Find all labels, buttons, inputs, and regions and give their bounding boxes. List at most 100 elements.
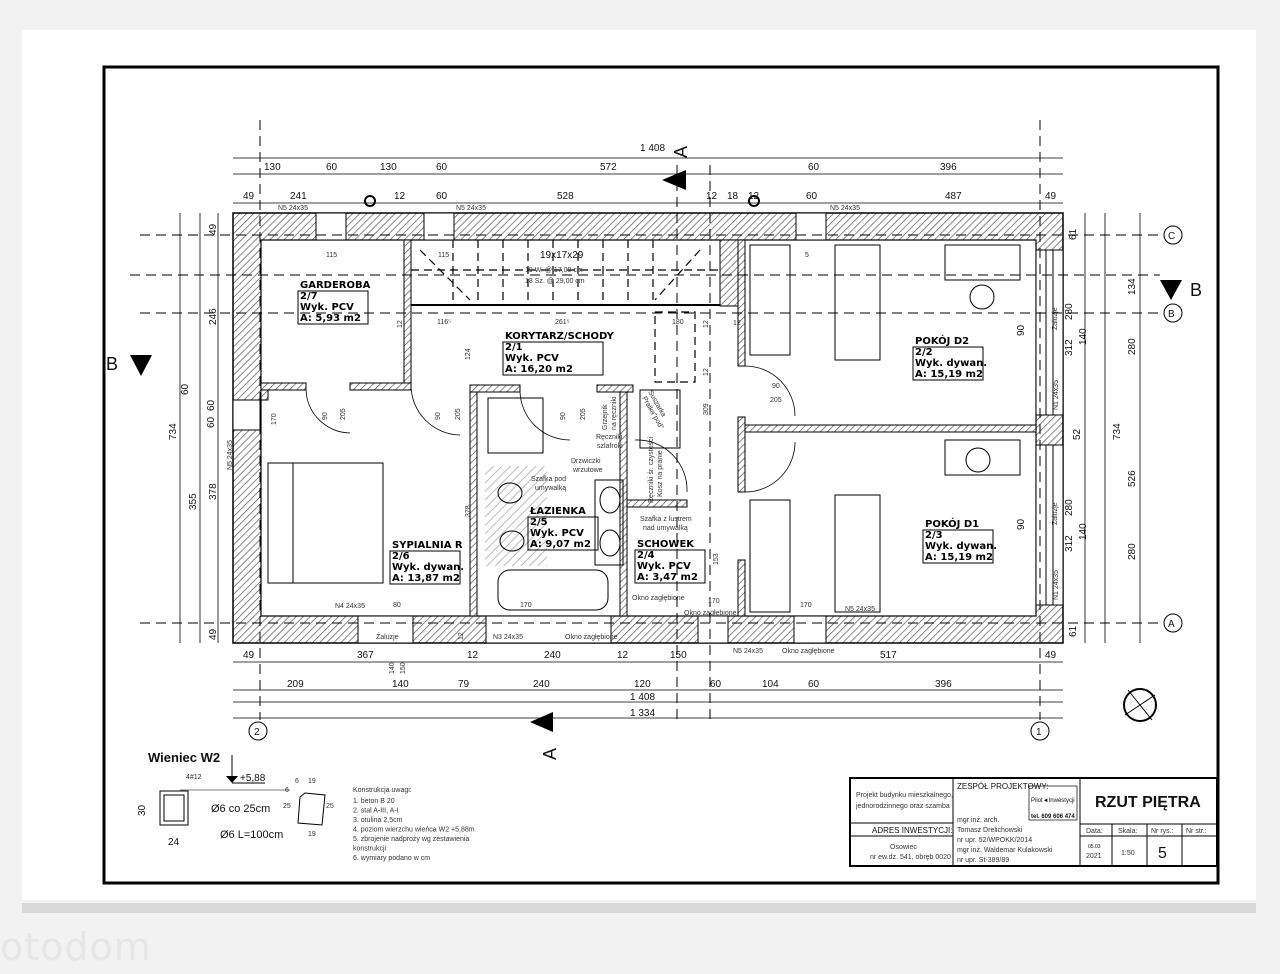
section-markers: A A B B xyxy=(106,146,1202,760)
dimension-label: 312 xyxy=(1064,339,1075,356)
team-member: mgr inż. arch. xyxy=(957,817,999,824)
dimension-label: 12 xyxy=(703,368,710,376)
room-name: KORYTARZ/SCHODY xyxy=(505,331,615,342)
dimension-label: 90 xyxy=(1016,324,1027,336)
date-value: 05.03 xyxy=(1088,844,1101,850)
fixture-note: Szafka z lustrem xyxy=(640,516,692,523)
note-item: 1. beton B 20 xyxy=(353,798,395,805)
blinds-note: Żaluzje xyxy=(1050,307,1059,330)
dimension-label: 90 xyxy=(435,412,442,420)
dimension-label: 367 xyxy=(357,650,374,661)
dimension-label: 49 xyxy=(1045,191,1057,202)
dimension-label: 60 xyxy=(180,383,191,395)
section-b-left-label: B xyxy=(106,354,118,374)
bend-dim: 6 xyxy=(285,787,289,794)
fixture-note: szlafroki xyxy=(597,443,623,450)
dimension-label: 12 xyxy=(617,650,629,661)
room-no: 2/4 xyxy=(637,550,655,561)
dimension-label: 240 xyxy=(544,650,561,661)
fixture-note: Ręczniki xyxy=(596,434,623,441)
viewer-scrollbar[interactable] xyxy=(22,903,1256,913)
dimension-label: 116⁵ xyxy=(437,319,451,326)
dimension-label: 12 xyxy=(467,650,479,661)
dimension-label: 120 xyxy=(634,679,651,690)
detail-stirrup-length: Ø6 L=100cm xyxy=(220,829,283,841)
room-area: A: 15,19 m2 xyxy=(915,369,983,380)
dimension-label: 124 xyxy=(465,348,472,360)
detail-rebar: 4#12 xyxy=(186,774,202,781)
room-area: A: 5,93 m2 xyxy=(300,313,361,324)
room-name: POKÓJ D2 xyxy=(915,334,969,347)
room-floor: Wyk. PCV xyxy=(300,302,354,313)
section-a-bottom-label: A xyxy=(540,748,560,760)
team-member: Tomasz Drelichowski xyxy=(957,827,1023,834)
bend-dim: 19 xyxy=(308,778,316,785)
fixture-note: Grzejnik xyxy=(602,404,609,430)
project-name: jednorodzinnego oraz szamba xyxy=(855,803,950,810)
dimension-label: 80 xyxy=(393,602,401,609)
axis-2: 2 xyxy=(254,727,260,738)
dimension-label: 134 xyxy=(1127,278,1138,295)
dimension-label: 517 xyxy=(880,650,897,661)
bend-dim: 25 xyxy=(326,803,334,810)
axis-a: A xyxy=(1168,619,1175,630)
dimension-label: 378 xyxy=(465,505,472,517)
dimension-label: 140 xyxy=(1078,523,1089,540)
room-floor: Wyk. PCV xyxy=(530,528,584,539)
dimension-label: 170 xyxy=(271,413,278,425)
dimension-label: 378 xyxy=(208,483,219,500)
dimension-label: 1 408 xyxy=(640,143,665,154)
dimension-label: 60 xyxy=(436,162,448,173)
dimension-label: 528 xyxy=(557,191,574,202)
room-area: A: 3,47 m2 xyxy=(637,572,698,583)
dimension-label: 130 xyxy=(264,162,281,173)
dimension-label: 246 xyxy=(208,308,219,325)
dimension-label: 90 xyxy=(560,412,567,420)
dimension-label: 49 xyxy=(208,223,219,235)
window-note: Okno zagłębione xyxy=(565,634,618,641)
address: Osowiec xyxy=(890,844,917,851)
stamp-phone: tel. 609 606 474 xyxy=(1031,814,1075,820)
dimension-label: 49 xyxy=(243,191,255,202)
dimension-label: 61 xyxy=(1068,228,1079,240)
lintel-label: N5 24x35 xyxy=(278,205,308,212)
dimension-label: 60 xyxy=(808,162,820,173)
dimension-label: 487 xyxy=(945,191,962,202)
dimension-label: 79 xyxy=(458,679,470,690)
dimension-label: 205 xyxy=(580,408,587,420)
fixture-note: Drzwiczki xyxy=(571,458,601,465)
dimension-label: 60 xyxy=(806,191,818,202)
room-no: 2/3 xyxy=(925,530,943,541)
dimension-label: 150 xyxy=(400,662,407,674)
lintel-label: N3 24x35 xyxy=(493,634,523,641)
room-floor: Wyk. PCV xyxy=(637,561,691,572)
dimension-label: 52 xyxy=(1072,428,1083,440)
dimension-label: 170 xyxy=(708,598,720,605)
dimension-label: 734 xyxy=(168,423,179,440)
dimension-label: 140 xyxy=(389,662,396,674)
fixture-note: na ręczniki xyxy=(611,396,618,430)
dimension-label: 280 xyxy=(1064,499,1075,516)
drawing-frame xyxy=(102,65,1220,885)
detail-width: 24 xyxy=(168,837,180,848)
dimension-label: 153 xyxy=(713,553,720,565)
room-no: 2/7 xyxy=(300,291,318,302)
dimension-label: 104 xyxy=(762,679,779,690)
dimension-label: 280 xyxy=(1127,543,1138,560)
fixture-note: Szafka pod xyxy=(531,476,566,483)
title-block xyxy=(849,777,1218,867)
detail-level: +5,88 xyxy=(240,773,266,784)
dimension-label: 261⁵ xyxy=(555,319,570,326)
room-floor: Wyk. PCV xyxy=(505,353,559,364)
team-member: nr upr. 52/WPOKK/2014 xyxy=(957,837,1032,844)
axis-c: C xyxy=(1168,231,1175,242)
note-item: 2. stal A-III, A-I xyxy=(353,808,399,815)
dimension-label: 1 334 xyxy=(630,708,655,719)
note-item: 4. poziom wierzchu wieńca W2 +5,88m xyxy=(353,827,475,834)
dimension-label: 49 xyxy=(243,650,255,661)
dimension-label: 49 xyxy=(1045,650,1057,661)
